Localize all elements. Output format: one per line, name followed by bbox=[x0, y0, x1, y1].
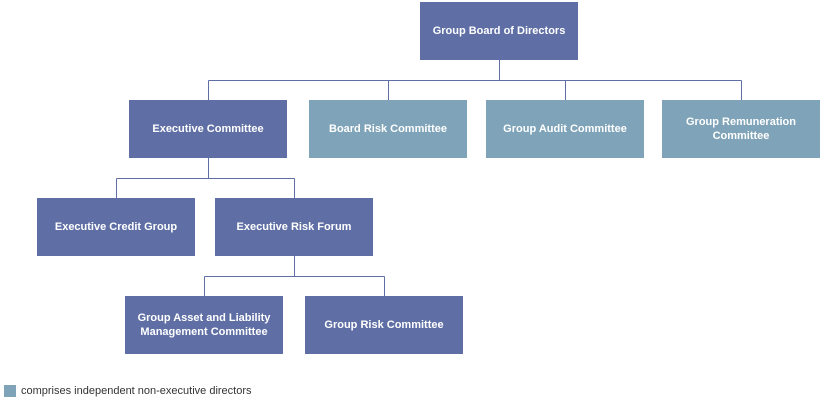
node-board-risk-committee: Board Risk Committee bbox=[309, 100, 467, 158]
node-executive-credit-group: Executive Credit Group bbox=[37, 198, 195, 256]
legend-text: comprises independent non-executive dire… bbox=[21, 385, 252, 397]
node-group-board-of-directors: Group Board of Directors bbox=[420, 2, 578, 60]
node-executive-risk-forum: Executive Risk Forum bbox=[215, 198, 373, 256]
legend-swatch bbox=[4, 385, 16, 397]
node-group-remuneration-committee: Group Remuneration Committee bbox=[662, 100, 820, 158]
node-group-audit-committee: Group Audit Committee bbox=[486, 100, 644, 158]
legend: comprises independent non-executive dire… bbox=[4, 384, 252, 398]
node-group-alco: Group Asset and Liability Management Com… bbox=[125, 296, 283, 354]
node-group-risk-committee: Group Risk Committee bbox=[305, 296, 463, 354]
node-executive-committee: Executive Committee bbox=[129, 100, 287, 158]
